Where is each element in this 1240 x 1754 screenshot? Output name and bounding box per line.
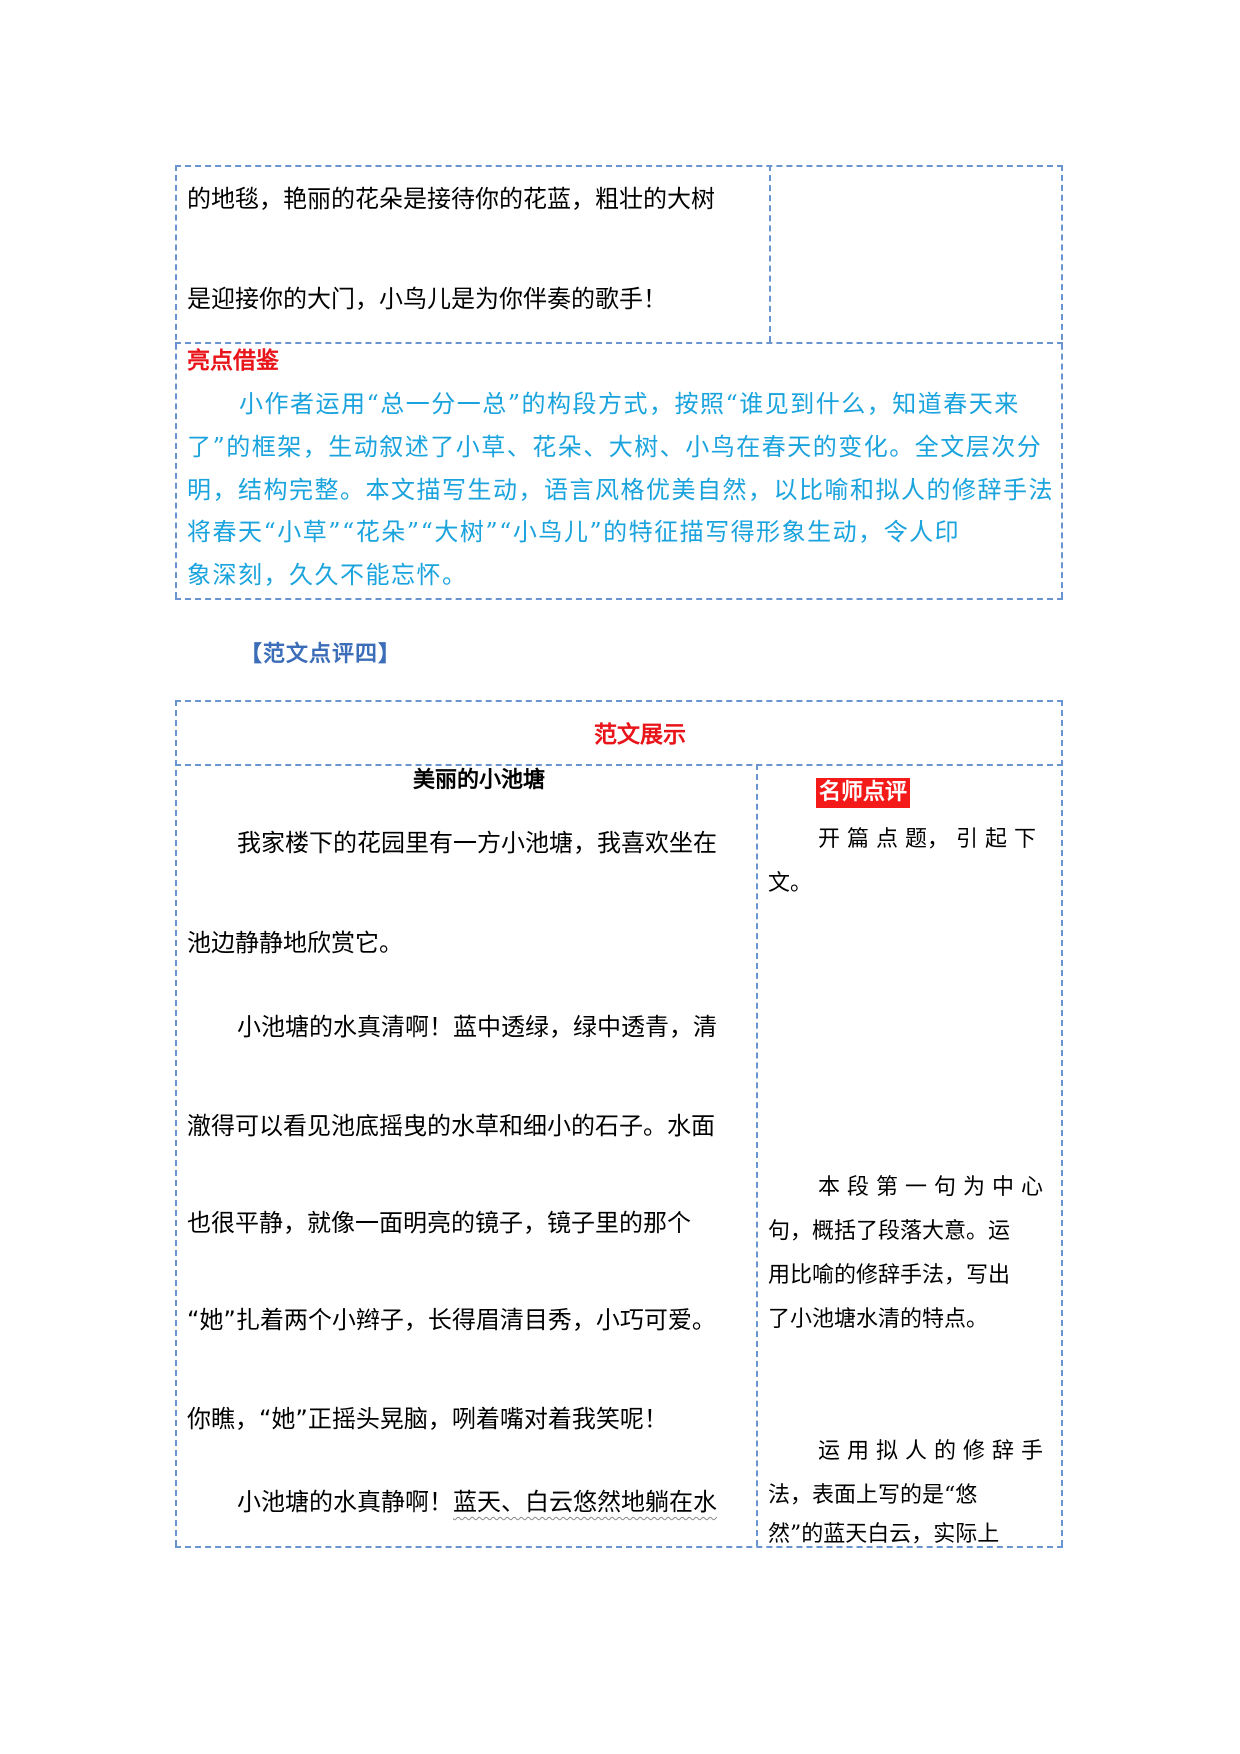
essay-line: 的地毯，艳丽的花朵是接待你的花蓝，粗壮的大树: [187, 185, 715, 213]
highlight-line: 象深刻，久久不能忘怀。: [187, 561, 468, 589]
comment-line: 开 篇 点 题， 引 起 下: [818, 827, 1036, 852]
essay-line-underlined: 蓝天、白云悠然地躺在水: [453, 1488, 717, 1516]
table2-right-border: [1061, 700, 1063, 1546]
essay-line: 小池塘的水真静啊！蓝天、白云悠然地躺在水: [237, 1487, 717, 1517]
essay-line: 澈得可以看见池底摇曳的水草和细小的石子。水面: [187, 1112, 715, 1140]
highlight-line: 将春天“小草”“花朵”“大树”“小鸟儿”的特征描写得形象生动，令人印: [187, 518, 961, 546]
table2-top-border: [175, 700, 1063, 702]
essay-title: 美丽的小池塘: [413, 768, 546, 793]
table2-column-divider: [756, 764, 758, 1546]
essay-line-plain: 小池塘的水真静啊！: [237, 1488, 453, 1516]
table1-top-border: [175, 165, 1063, 167]
section-title: 【范文点评四】: [240, 642, 402, 667]
essay-line: 小池塘的水真清啊！蓝中透绿，绿中透青，清: [237, 1013, 717, 1041]
comment-line: 运 用 拟 人 的 修 辞 手: [818, 1439, 1043, 1464]
table2-left-border: [175, 700, 177, 1546]
table1-bottom-border: [175, 598, 1063, 600]
table1-right-border: [1061, 165, 1063, 598]
essay-line: 也很平静，就像一面明亮的镜子，镜子里的那个: [187, 1209, 691, 1237]
table2-row-border: [175, 764, 1063, 766]
highlight-heading: 亮点借鉴: [187, 348, 279, 374]
teacher-comment-badge: 名师点评: [816, 778, 911, 808]
essay-line: 我家楼下的花园里有一方小池塘，我喜欢坐在: [237, 829, 717, 857]
essay-line: 池边静静地欣赏它。: [187, 929, 403, 957]
table1-column-divider: [769, 165, 771, 342]
table2-bottom-border: [175, 1546, 1063, 1548]
essay-line: “她”扎着两个小辫子，长得眉清目秀，小巧可爱。: [187, 1306, 716, 1334]
comment-line: 本 段 第 一 句 为 中 心: [818, 1175, 1043, 1200]
table1-left-border: [175, 165, 177, 598]
highlight-line: 了”的框架，生动叙述了小草、花朵、大树、小鸟在春天的变化。全文层次分: [187, 433, 1043, 461]
comment-line: 句，概括了段落大意。运: [768, 1219, 1011, 1244]
essay-display-header: 范文展示: [594, 722, 686, 748]
table1-row-border: [175, 342, 1063, 344]
comment-line: 用比喻的修辞手法，写出: [768, 1263, 1011, 1288]
comment-line: 然”的蓝天白云，实际上: [768, 1522, 1000, 1547]
comment-line: 文。: [768, 871, 813, 896]
comment-line: 了小池塘水清的特点。: [768, 1307, 989, 1332]
essay-line: 是迎接你的大门，小鸟儿是为你伴奏的歌手！: [187, 285, 667, 313]
highlight-line: 小作者运用“总一分一总”的构段方式，按照“谁见到什么，知道春天来: [239, 390, 1020, 418]
comment-line: 法，表面上写的是“悠: [768, 1483, 978, 1508]
highlight-line: 明，结构完整。本文描写生动，语言风格优美自然，以比喻和拟人的修辞手法: [187, 476, 1054, 504]
essay-line: 你瞧，“她”正摇头晃脑，咧着嘴对着我笑呢！: [187, 1405, 668, 1433]
